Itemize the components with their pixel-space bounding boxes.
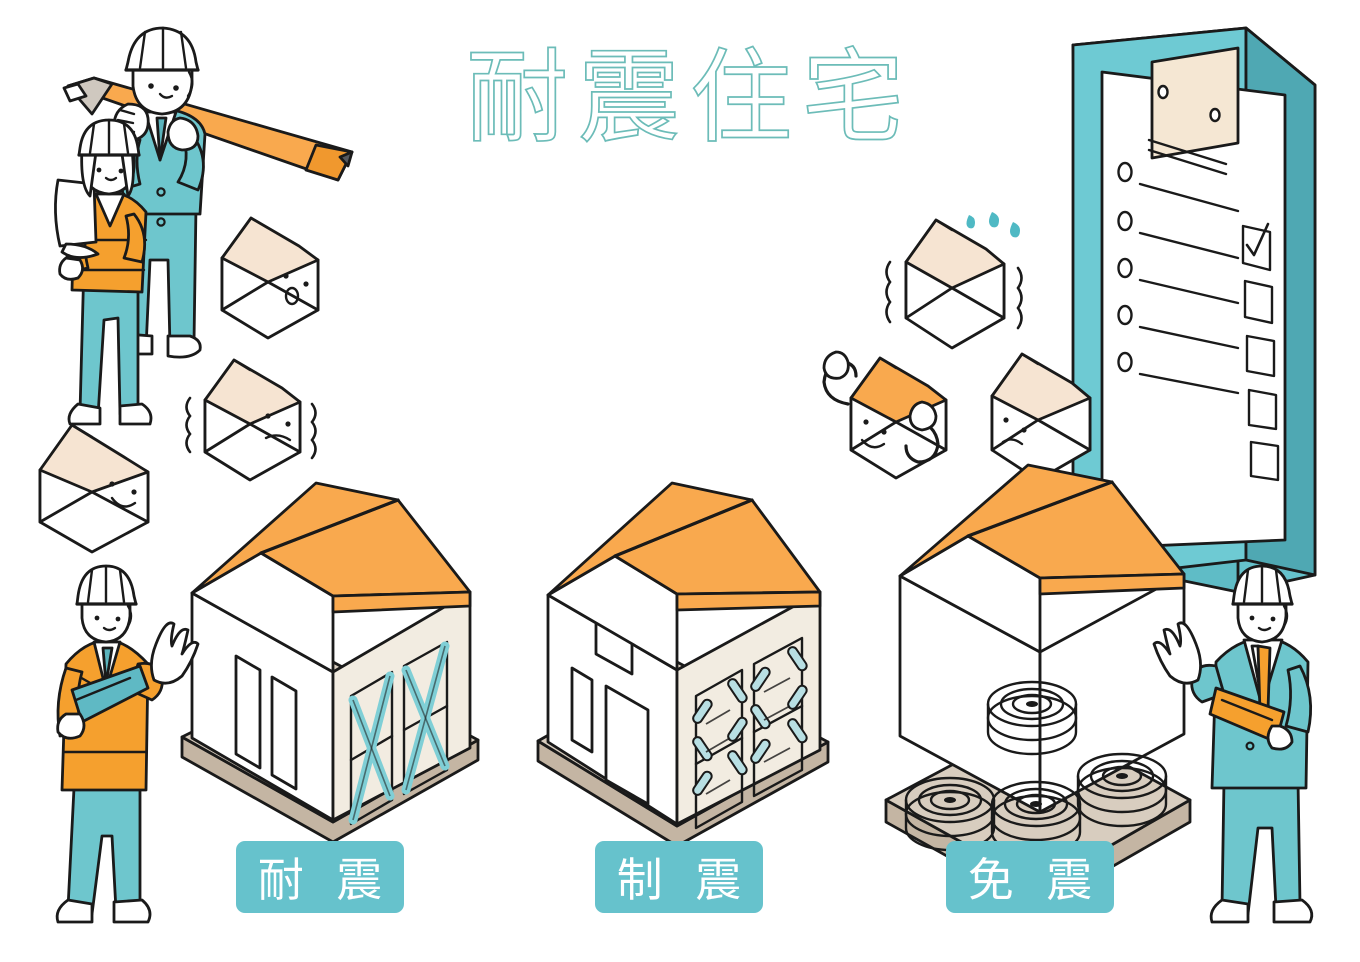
assistant-with-plan xyxy=(54,118,153,426)
base-isolator-rear xyxy=(986,680,1078,756)
page-title: 耐震住宅 xyxy=(465,39,914,158)
presenter-left xyxy=(55,564,200,924)
sweat-drop-icon xyxy=(966,215,975,229)
cross-brace-panel-2 xyxy=(401,641,450,795)
checkmark-icon xyxy=(1245,222,1270,257)
shake-line-icon xyxy=(185,396,192,454)
presenter-right xyxy=(1152,564,1314,924)
house-taishin xyxy=(180,481,480,844)
label-badge-taishin: 耐 震 xyxy=(236,841,404,913)
shake-line-icon xyxy=(885,260,892,324)
cross-brace-panel-1 xyxy=(348,671,395,825)
clipboard-list xyxy=(1117,161,1240,395)
mini-house-worried-left xyxy=(185,358,317,482)
shake-line-icon xyxy=(1016,266,1023,330)
base-isolator-front xyxy=(990,780,1082,856)
sweat-drop-icon xyxy=(989,212,999,228)
label-badge-menshin: 免 震 xyxy=(946,841,1114,913)
open-hand-icon xyxy=(150,621,200,685)
house-menshin xyxy=(884,463,1192,910)
mini-house-worried-right xyxy=(990,352,1092,482)
clipboard-checkboxes[interactable] xyxy=(1241,222,1280,482)
mini-house-surprised-left xyxy=(220,216,320,340)
engineer-with-pencil xyxy=(62,26,354,359)
mini-house-shaking-right xyxy=(885,212,1023,350)
shake-line-icon xyxy=(310,402,317,460)
mini-house-smiling-left xyxy=(38,423,150,554)
open-hand-icon xyxy=(1152,621,1202,685)
mini-house-strong-right xyxy=(822,350,948,480)
clipboard xyxy=(1071,26,1317,594)
base-isolator-right xyxy=(1076,752,1168,828)
base-isolator-left xyxy=(904,776,996,852)
house-seishin xyxy=(536,481,830,848)
sweat-drop-icon xyxy=(1010,222,1020,238)
label-badge-seishin: 制 震 xyxy=(595,841,763,913)
dampers xyxy=(692,646,808,796)
